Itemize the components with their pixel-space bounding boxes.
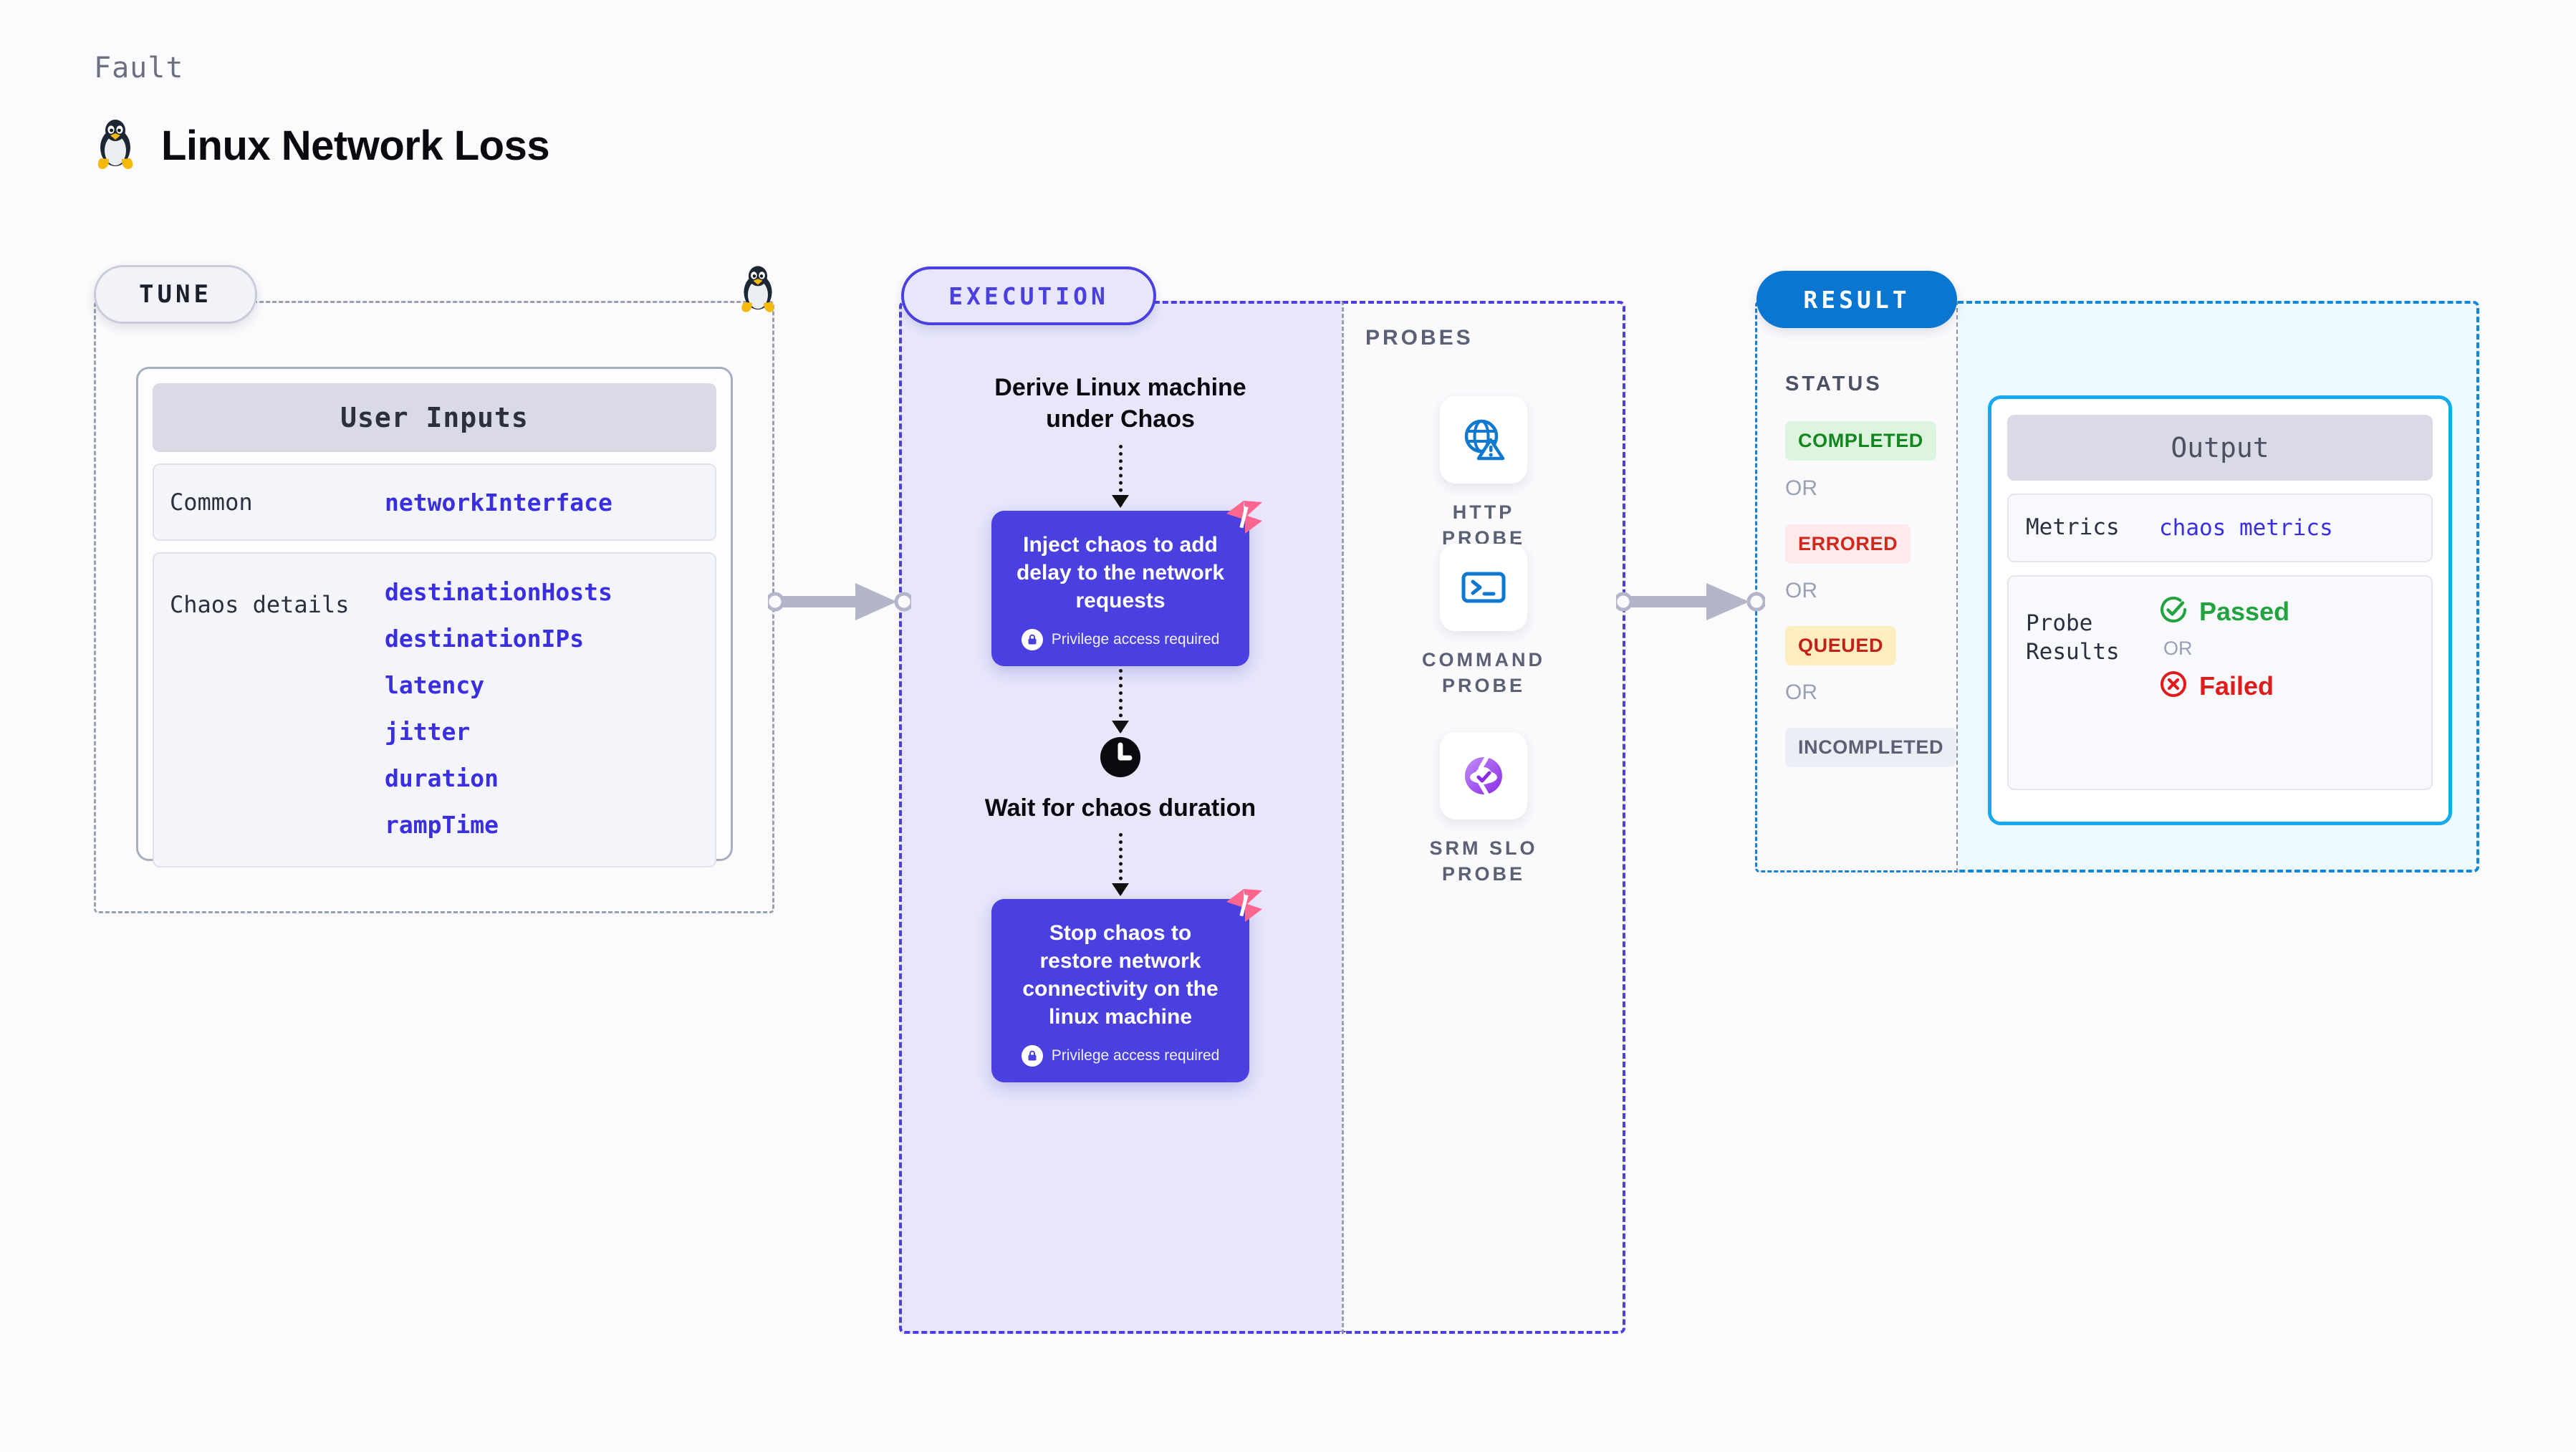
probe-label: COMMAND PROBE	[1422, 649, 1545, 697]
output-metrics-value[interactable]: chaos metrics	[2159, 515, 2333, 541]
probes-label: PROBES	[1365, 326, 1474, 350]
probe-srm-slo[interactable]: SRM SLO PROBE	[1412, 732, 1555, 887]
probe-http[interactable]: HTTP PROBE	[1412, 396, 1555, 551]
tune-param[interactable]: duration	[385, 764, 499, 792]
tune-stage-pill[interactable]: TUNE	[94, 265, 257, 324]
output-row-key: Probe Results	[2026, 610, 2120, 665]
verdict-label: Passed	[2199, 596, 2290, 626]
privilege-note-text: Privilege access required	[1051, 1047, 1220, 1064]
tune-param[interactable]: latency	[385, 671, 485, 699]
check-circle-icon	[2159, 595, 2188, 628]
harness-logo-icon	[1222, 495, 1267, 539]
user-inputs-title: User Inputs	[153, 383, 716, 452]
globe-warning-icon	[1440, 396, 1527, 484]
execution-card-stop-chaos[interactable]: Stop chaos to restore network connectivi…	[991, 888, 1262, 1082]
status-badge-completed: COMPLETED	[1785, 421, 1936, 461]
tune-row-key: Chaos details	[170, 591, 350, 618]
status-label: STATUS	[1785, 372, 1883, 395]
tune-row-chaos-details: Chaos details destinationHosts destinati…	[153, 552, 716, 867]
execution-step-title: Wait for chaos duration	[984, 794, 1256, 822]
tune-param[interactable]: networkInterface	[385, 488, 612, 516]
output-row-probe-results: Probe Results Passed OR	[2007, 575, 2433, 790]
tune-row-values: networkInterface	[385, 489, 612, 516]
tune-param[interactable]: destinationHosts	[385, 578, 612, 606]
terminal-icon	[1440, 544, 1527, 631]
status-badge-incompleted: INCOMPLETED	[1785, 728, 1957, 767]
execution-step-title: Derive Linux machine under Chaos	[994, 374, 1246, 433]
status-badge-errored: ERRORED	[1785, 524, 1911, 564]
verdict-label: Failed	[2199, 670, 2274, 701]
execution-card-text: Inject chaos to add delay to the network…	[1016, 533, 1225, 613]
execution-card-text: Stop chaos to restore network connectivi…	[1022, 920, 1219, 1029]
tune-param[interactable]: jitter	[385, 718, 471, 746]
probe-label: SRM SLO PROBE	[1429, 837, 1538, 885]
result-panel	[1755, 301, 1958, 872]
status-badge-queued: QUEUED	[1785, 626, 1897, 665]
flow-arrow-down-icon	[1112, 832, 1129, 896]
execution-step-list: Derive Linux machine under Chaos Inject …	[899, 372, 1342, 1082]
status-or: OR	[1785, 579, 1817, 602]
privilege-note-text: Privilege access required	[1051, 631, 1220, 648]
tune-linux-penguin-icon	[738, 265, 778, 319]
tune-param[interactable]: rampTime	[385, 811, 499, 839]
page-title-row: Linux Network Loss	[94, 119, 550, 172]
flow-arrow-down-icon	[1112, 445, 1129, 509]
linux-penguin-icon	[94, 119, 137, 172]
execution-card-inject-chaos[interactable]: Inject chaos to add delay to the network…	[991, 501, 1262, 667]
flow-arrow-down-icon	[1112, 669, 1129, 734]
verdict-failed: Failed	[2159, 670, 2289, 702]
probe-command[interactable]: COMMAND PROBE	[1412, 544, 1555, 698]
user-inputs-card: User Inputs Common networkInterface Chao…	[136, 367, 733, 867]
tune-row-common: Common networkInterface	[153, 463, 716, 541]
result-stage-pill[interactable]: RESULT	[1756, 271, 1957, 328]
privilege-note: Privilege access required	[1010, 629, 1231, 651]
page-title: Linux Network Loss	[161, 122, 550, 169]
harness-logo-icon	[1222, 883, 1267, 928]
connector-tune-to-execution	[768, 583, 911, 620]
privilege-note: Privilege access required	[1010, 1044, 1231, 1067]
lock-icon	[1021, 1044, 1043, 1067]
slo-donut-check-icon	[1440, 732, 1527, 819]
status-or: OR	[1785, 681, 1817, 704]
verdict-passed: Passed	[2159, 595, 2289, 628]
connector-execution-to-result	[1616, 583, 1765, 620]
clock-icon	[1098, 735, 1143, 783]
tune-row-key: Common	[170, 489, 253, 516]
output-card: Output Metrics chaos metrics Probe Resul…	[1988, 395, 2452, 825]
output-row-metrics: Metrics chaos metrics	[2007, 494, 2433, 562]
status-or: OR	[1785, 476, 1817, 500]
tune-row-values: destinationHosts destinationIPs latency …	[385, 578, 612, 839]
fault-kicker: Fault	[94, 52, 184, 85]
probe-verdicts: Passed OR Failed	[2159, 595, 2289, 702]
tune-param[interactable]: destinationIPs	[385, 625, 585, 653]
output-title: Output	[2007, 415, 2433, 481]
x-circle-icon	[2159, 670, 2188, 702]
execution-stage-pill[interactable]: EXECUTION	[901, 266, 1156, 325]
output-row-key: Metrics	[2026, 514, 2120, 541]
verdict-or: OR	[2163, 638, 2193, 659]
lock-icon	[1021, 629, 1043, 651]
